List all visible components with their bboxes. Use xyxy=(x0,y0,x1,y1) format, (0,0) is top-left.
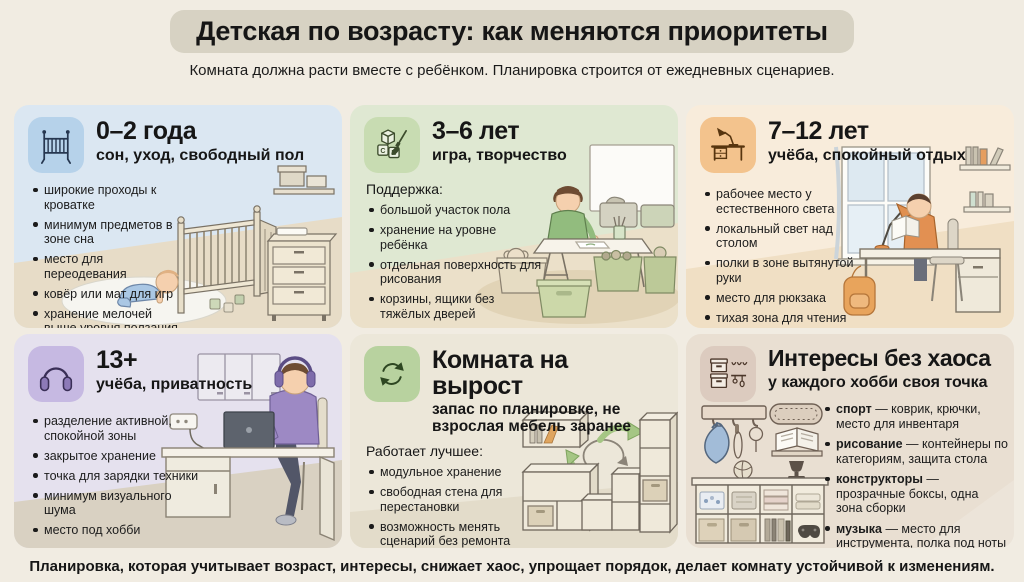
bullet-item: место для переодевания xyxy=(32,252,182,281)
bullet-item: точка для зарядки техники xyxy=(32,469,200,484)
bullet-list: рабочее место у естественного света локал… xyxy=(704,187,872,325)
bullet-item: тихая зона для чтения xyxy=(704,311,872,326)
bullet-list: разделение активной, спокойной зоны закры… xyxy=(32,414,200,538)
teen-room-illustration xyxy=(14,353,342,548)
page-subtitle: Комната должна расти вместе с ребёнком. … xyxy=(189,62,835,79)
card-title: 3–6 лет xyxy=(432,117,520,145)
page-footer: Планировка, которая учитывает возраст, и… xyxy=(29,558,995,575)
page-header: Детская по возрасту: как меняются приори… xyxy=(0,10,1024,79)
bullet-item: единый угол для ролевых игр xyxy=(368,327,546,329)
bullet-item: музыка — место для инструмента, полка по… xyxy=(824,521,1008,548)
bullet-item: место под хобби xyxy=(32,523,200,538)
bullet-item: разделение активной, спокойной зоны xyxy=(32,414,200,443)
bullet-item: ковёр или мат для игр xyxy=(32,287,182,302)
card-title: 0–2 года xyxy=(96,117,197,145)
card-hobby-zones: Интересы без хаоса у каждого хобби своя … xyxy=(686,334,1014,548)
card-growing-room: Комната на вырост запас по планировке, н… xyxy=(350,334,678,548)
card-age-0-2: 0–2 года сон, уход, свободный пол широки… xyxy=(14,105,342,328)
card-title: 13+ xyxy=(96,346,138,374)
blocks-brush-icon: C B xyxy=(364,117,420,173)
storage-hooks-icon xyxy=(700,346,756,402)
card-title: Комната на вырост xyxy=(432,346,568,400)
desk-lamp-icon xyxy=(700,117,756,173)
bullet-item: место для рюкзака xyxy=(704,291,872,306)
svg-text:C: C xyxy=(380,148,385,155)
card-subtitle: учёба, приватность xyxy=(96,376,253,393)
card-title: 7–12 лет xyxy=(768,117,869,145)
nursery-illustration xyxy=(14,165,342,328)
bullet-item: минимум визуального шума xyxy=(32,489,200,518)
bullet-list: широкие проходы к кроватке минимум предме… xyxy=(32,183,182,328)
card-subtitle: игра, творчество xyxy=(432,147,567,164)
crib-icon xyxy=(28,117,84,173)
bullet-list: спорт — коврик, крючки, место для инвент… xyxy=(824,402,1008,548)
bullet-item: минимум предметов в зоне сна xyxy=(32,218,182,247)
bullet-item: хранение на уровне ребёнка xyxy=(368,223,546,252)
bullet-item: корзины, ящики без тяжёлых дверей xyxy=(368,292,546,321)
bullet-item: отдельная поверхность для рисования xyxy=(368,258,546,287)
card-lead: Поддержка: xyxy=(366,181,443,197)
bullet-item: рисование — контейнеры по категориям, за… xyxy=(824,437,1008,466)
study-illustration xyxy=(686,146,1014,328)
bullet-item: возможность менять сценарий без ремонта xyxy=(368,520,546,548)
bullet-item: спорт — коврик, крючки, место для инвент… xyxy=(824,402,1008,431)
bullet-term: конструкторы xyxy=(836,472,923,486)
card-age-3-6: C B 3–6 лет игра, творчество Поддержка: … xyxy=(350,105,678,328)
bullet-term: рисование xyxy=(836,437,903,451)
bullet-list: большой участок пола хранение на уровне р… xyxy=(368,203,546,328)
card-age-13-plus: 13+ учёба, приватность разделение активн… xyxy=(14,334,342,548)
card-subtitle: учёба, спокойный отдых xyxy=(768,147,966,164)
card-subtitle: запас по планировке, не взрослая мебель … xyxy=(432,401,631,435)
card-lead: Работает лучшее: xyxy=(366,443,483,460)
bullet-item: хранение мелочей выше уровня ползания xyxy=(32,307,182,328)
bullet-item: модульное хранение xyxy=(368,465,546,480)
bullet-item: широкие проходы к кроватке xyxy=(32,183,182,212)
card-title: Интересы без хаоса xyxy=(768,345,991,371)
bullet-item: закрытое хранение xyxy=(32,449,200,464)
headphones-icon xyxy=(28,346,84,402)
bullet-item: свободная стена для перестановки xyxy=(368,485,546,514)
card-age-7-12: 7–12 лет учёба, спокойный отдых рабочее … xyxy=(686,105,1014,328)
bullet-item: полки в зоне вытянутой руки xyxy=(704,256,872,285)
refresh-icon xyxy=(364,346,420,402)
bullet-list: модульное хранение свободная стена для пе… xyxy=(368,465,546,548)
bullet-term: музыка xyxy=(836,521,882,536)
bullet-item: рабочее место у естественного света xyxy=(704,187,872,216)
page-title: Детская по возрасту: как меняются приори… xyxy=(170,10,854,53)
modular-shelves-illustration xyxy=(350,410,678,548)
playroom-illustration xyxy=(350,144,678,328)
hobby-storage-illustration xyxy=(691,403,1014,548)
bullet-item: локальный свет над столом xyxy=(704,222,872,251)
bullet-item: конструкторы — прозрачные боксы, одна зо… xyxy=(824,472,1008,516)
bullet-term: спорт xyxy=(836,402,872,416)
card-subtitle: сон, уход, свободный пол xyxy=(96,147,305,164)
card-subtitle: у каждого хобби своя точка xyxy=(768,373,988,391)
bullet-item: большой участок пола xyxy=(368,203,546,218)
